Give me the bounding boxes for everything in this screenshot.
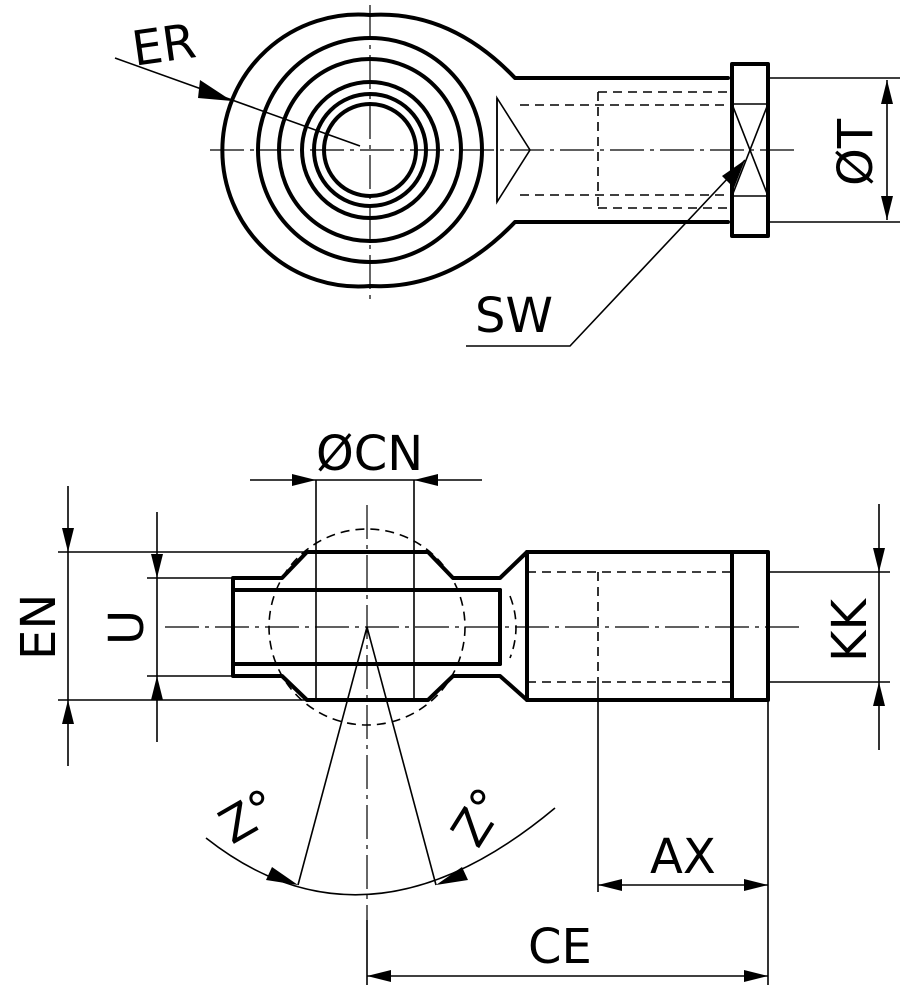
er-label: ER bbox=[129, 13, 200, 77]
sw-label: SW bbox=[475, 288, 553, 344]
cn-diameter-label: ØCN bbox=[316, 426, 423, 482]
z-angle-left-label: Z° bbox=[210, 778, 287, 855]
tilt-angle-arc bbox=[205, 807, 556, 896]
side-view: ØCN EN U KK Z° Z° bbox=[11, 426, 890, 985]
t-diameter-label: ØT bbox=[828, 118, 884, 186]
en-label: EN bbox=[11, 594, 67, 660]
housing-outline bbox=[231, 550, 770, 702]
u-label: U bbox=[99, 610, 155, 645]
ax-label: AX bbox=[650, 829, 716, 885]
top-view: ER SW ØT bbox=[114, 5, 900, 347]
ce-label: CE bbox=[528, 919, 592, 975]
kk-label: KK bbox=[822, 598, 878, 662]
